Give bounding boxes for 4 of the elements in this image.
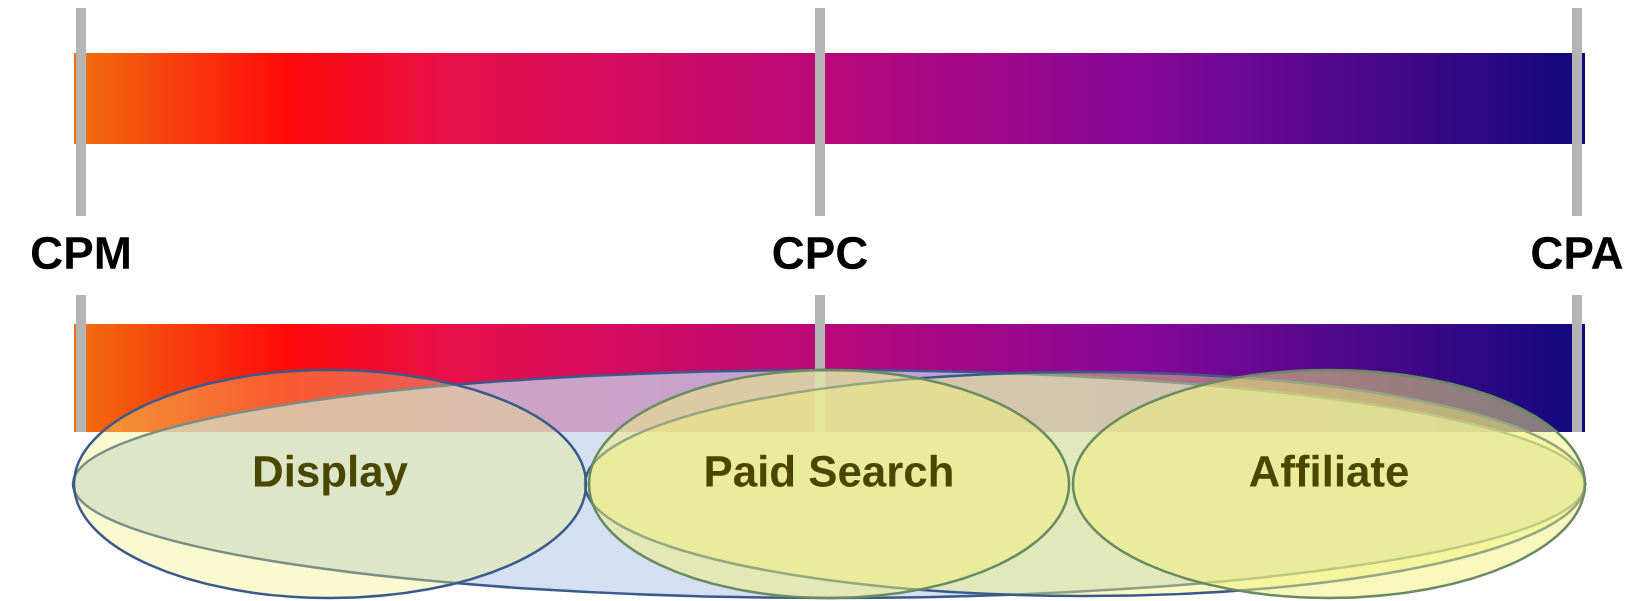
tick-label: CPM [31, 236, 129, 270]
tick-label: CPA [1532, 236, 1623, 270]
tick-label: CPC [773, 236, 868, 270]
ellipse-shape [71, 368, 1587, 600]
